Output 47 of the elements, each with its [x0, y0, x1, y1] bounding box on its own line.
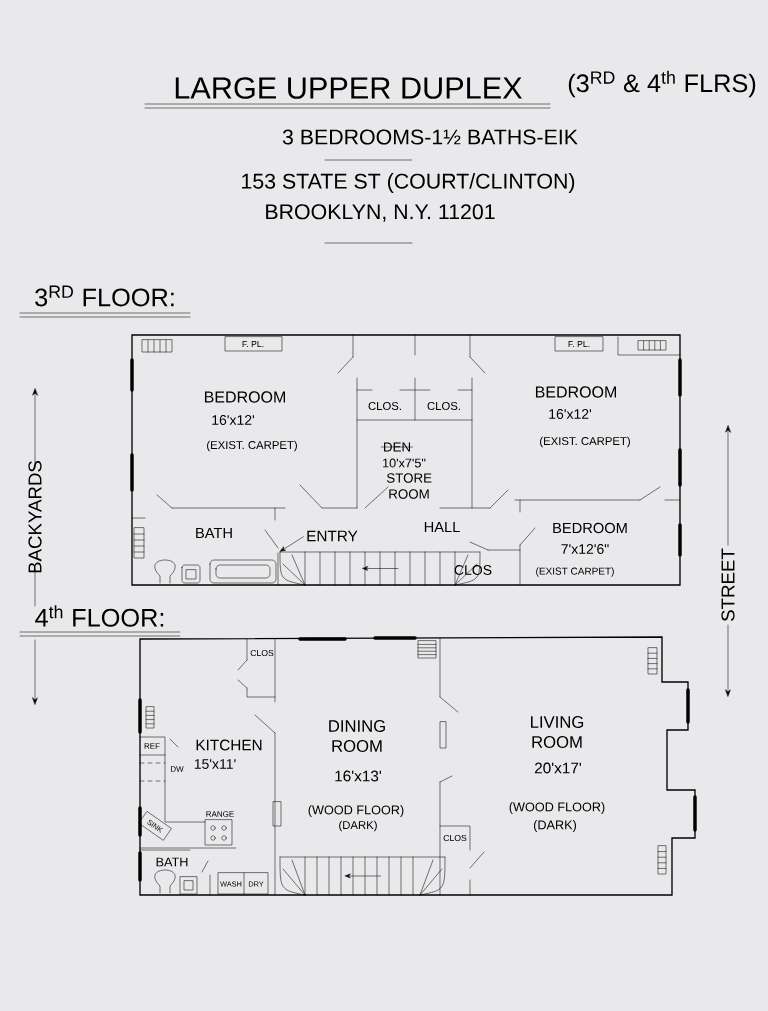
dimension-label: 16'x12'	[212, 415, 255, 425]
room-label: CLOS	[454, 565, 492, 575]
floor-heading: 4$^{th}$ FLOOR:	[35, 605, 164, 627]
note-label: (DARK)	[534, 820, 576, 832]
room-label: BATH	[156, 857, 188, 867]
fixture-label: DW	[171, 766, 184, 772]
room-label: BEDROOM	[205, 391, 285, 403]
fixture-label: REF	[144, 743, 160, 749]
direction-label: BACKYARDS	[28, 461, 42, 573]
room-label: CLOS.	[427, 402, 460, 410]
room-label: HALL	[424, 521, 460, 533]
note-label: (DARK)	[339, 820, 377, 832]
room-label: BEDROOM	[536, 386, 616, 398]
room-label: CLOS.	[368, 402, 401, 410]
direction-label: STREET	[721, 548, 735, 621]
note-label: (WOOD FLOOR)	[509, 802, 605, 814]
room-label: STORE ROOM	[386, 473, 432, 499]
dimension-label: 10'x7'5"	[383, 458, 426, 468]
leader-arrow	[280, 536, 304, 552]
note-label: (WOOD FLOOR)	[308, 805, 404, 817]
fixture-label: CLOS	[250, 649, 274, 657]
title: LARGE UPPER DUPLEX	[175, 77, 522, 99]
fixture-label: RANGE	[206, 811, 234, 817]
floor-heading: 3$^{RD}$ FLOOR:	[35, 285, 174, 307]
dimension-label: 16'x12'	[549, 409, 591, 419]
address-line: 153 STATE ST (COURT/CLINTON)	[242, 173, 575, 193]
address-line: BROOKLYN, N.Y. 11201	[266, 204, 495, 222]
room-label: KITCHEN	[196, 739, 262, 751]
note-label: (EXIST. CARPET)	[207, 440, 297, 452]
subtitle: 3 BEDROOMS-1½ BATHS-EIK	[282, 129, 578, 145]
dimension-label: 7'x12'6"	[561, 544, 609, 554]
fixture-label: F. PL.	[242, 341, 264, 347]
room-label: BATH	[196, 528, 232, 539]
subtitle: (3$^{RD}$ & 4$^{th}$ FLRS)	[568, 70, 756, 98]
room-label: LIVING ROOM	[531, 716, 584, 748]
fixture-label: CLOS	[443, 834, 467, 842]
room-label: ENTRY	[307, 530, 358, 542]
dimension-label: 20'x17'	[534, 762, 582, 774]
dimension-label: 15'x11'	[194, 759, 236, 769]
staircase-drawing	[279, 856, 446, 896]
note-label: (EXIST CARPET)	[536, 567, 614, 577]
dimension-label: 16'x13'	[335, 770, 382, 782]
struck-label: DEN	[381, 442, 413, 452]
note-label: (EXIST. CARPET)	[540, 436, 630, 448]
fixture-label: F. PL.	[568, 341, 590, 347]
room-label: BEDROOM	[553, 522, 627, 534]
room-label: DINING ROOM	[329, 720, 385, 752]
